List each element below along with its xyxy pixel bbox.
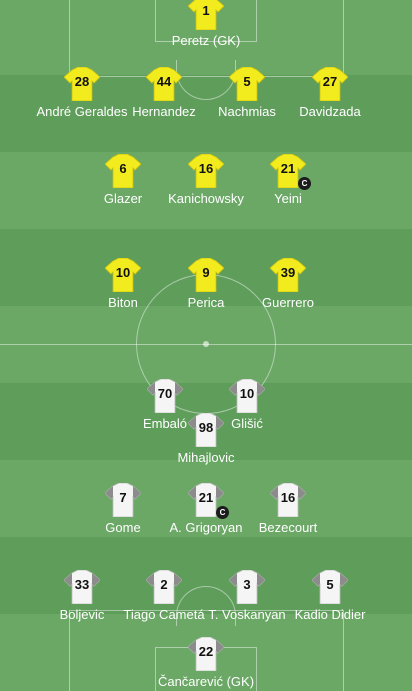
shirt-number: 16 — [280, 490, 296, 505]
player-name: Hernandez — [132, 104, 196, 119]
shirt-number: 5 — [243, 74, 251, 89]
player-name: Nachmias — [218, 104, 276, 119]
yellow-shirt-icon: 44 — [146, 67, 182, 101]
shirt-number: 70 — [157, 386, 173, 401]
yellow-shirt-icon: 6 — [105, 154, 141, 188]
shirt-number: 33 — [74, 577, 90, 592]
shirt-number: 21 — [198, 490, 214, 505]
white-shirt-icon: 22 — [188, 637, 224, 671]
white-shirt-icon: 98 — [188, 413, 224, 447]
shirt-number: 21 — [280, 161, 296, 176]
yellow-shirt-icon: 27 — [312, 67, 348, 101]
player-name: T. Voskanyan — [208, 607, 286, 622]
shirt-number: 5 — [326, 577, 334, 592]
player-name: A. Grigoryan — [169, 520, 243, 535]
shirt-number: 7 — [119, 490, 127, 505]
shirt-number: 16 — [198, 161, 214, 176]
yellow-shirt-icon: 1 — [188, 0, 224, 30]
shirt-number: 1 — [202, 3, 210, 18]
yellow-shirt-icon: 10 — [105, 258, 141, 292]
shirt-number: 10 — [115, 265, 131, 280]
player-name: Peretz (GK) — [171, 33, 241, 48]
player-name: Embaló — [142, 416, 188, 431]
player-name: Čančarević (GK) — [157, 674, 255, 689]
player-name: Tiago Cametá — [123, 607, 205, 622]
yellow-shirt-icon: 28 — [64, 67, 100, 101]
player-name: André Geraldes — [36, 104, 128, 119]
top-goal-box — [155, 0, 257, 42]
white-shirt-icon: 21 — [188, 483, 224, 517]
shirt-number: 98 — [198, 420, 214, 435]
player-name: Biton — [108, 295, 138, 310]
player-name: Boljevic — [59, 607, 105, 622]
player-name: Davidzada — [299, 104, 361, 119]
white-shirt-icon: 3 — [229, 570, 265, 604]
yellow-shirt-icon: 16 — [188, 154, 224, 188]
player-name: Yeini — [274, 191, 302, 206]
bottom-penalty-box — [69, 610, 344, 691]
yellow-shirt-icon: 39 — [270, 258, 306, 292]
player-name: Glišić — [231, 416, 263, 431]
captain-badge-icon: C — [216, 506, 229, 519]
white-shirt-icon: 2 — [146, 570, 182, 604]
player-name: Kadio Didier — [294, 607, 366, 622]
white-shirt-icon: 7 — [105, 483, 141, 517]
player-name: Bezecourt — [258, 520, 318, 535]
yellow-shirt-icon: 21 — [270, 154, 306, 188]
shirt-number: 27 — [322, 74, 338, 89]
center-spot — [203, 341, 209, 347]
captain-badge-icon: C — [298, 177, 311, 190]
white-shirt-icon: 33 — [64, 570, 100, 604]
player-name: Guerrero — [261, 295, 315, 310]
yellow-shirt-icon: 5 — [229, 67, 265, 101]
shirt-number: 2 — [160, 577, 168, 592]
player-name: Glazer — [103, 191, 143, 206]
white-shirt-icon: 5 — [312, 570, 348, 604]
yellow-shirt-icon: 9 — [188, 258, 224, 292]
white-shirt-icon: 16 — [270, 483, 306, 517]
player-name: Kanichowsky — [168, 191, 244, 206]
player-name: Mihajlovic — [177, 450, 235, 465]
shirt-number: 10 — [239, 386, 255, 401]
shirt-number: 9 — [202, 265, 210, 280]
shirt-number: 44 — [156, 74, 172, 89]
shirt-number: 22 — [198, 644, 214, 659]
shirt-number: 28 — [74, 74, 90, 89]
player-name: Perica — [187, 295, 225, 310]
player-name: Gome — [105, 520, 141, 535]
shirt-number: 6 — [119, 161, 127, 176]
shirt-number: 39 — [280, 265, 296, 280]
shirt-number: 3 — [243, 577, 251, 592]
white-shirt-icon: 70 — [147, 379, 183, 413]
white-shirt-icon: 10 — [229, 379, 265, 413]
